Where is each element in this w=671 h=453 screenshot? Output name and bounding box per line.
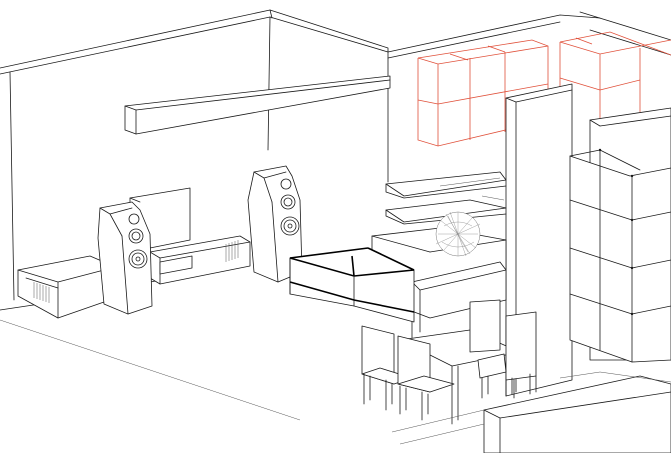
coffee-cabinet bbox=[289, 247, 415, 323]
dining-chairs bbox=[361, 299, 537, 421]
right-cabinet-tower bbox=[569, 107, 671, 363]
upper-cabinets-highlighted bbox=[417, 31, 671, 147]
speaker-right bbox=[247, 165, 303, 283]
speaker-left bbox=[97, 201, 153, 315]
foreground-counter bbox=[391, 371, 671, 453]
ceiling-beam bbox=[124, 75, 391, 135]
decorative-plant bbox=[435, 211, 481, 257]
low-sideboard bbox=[17, 255, 105, 319]
